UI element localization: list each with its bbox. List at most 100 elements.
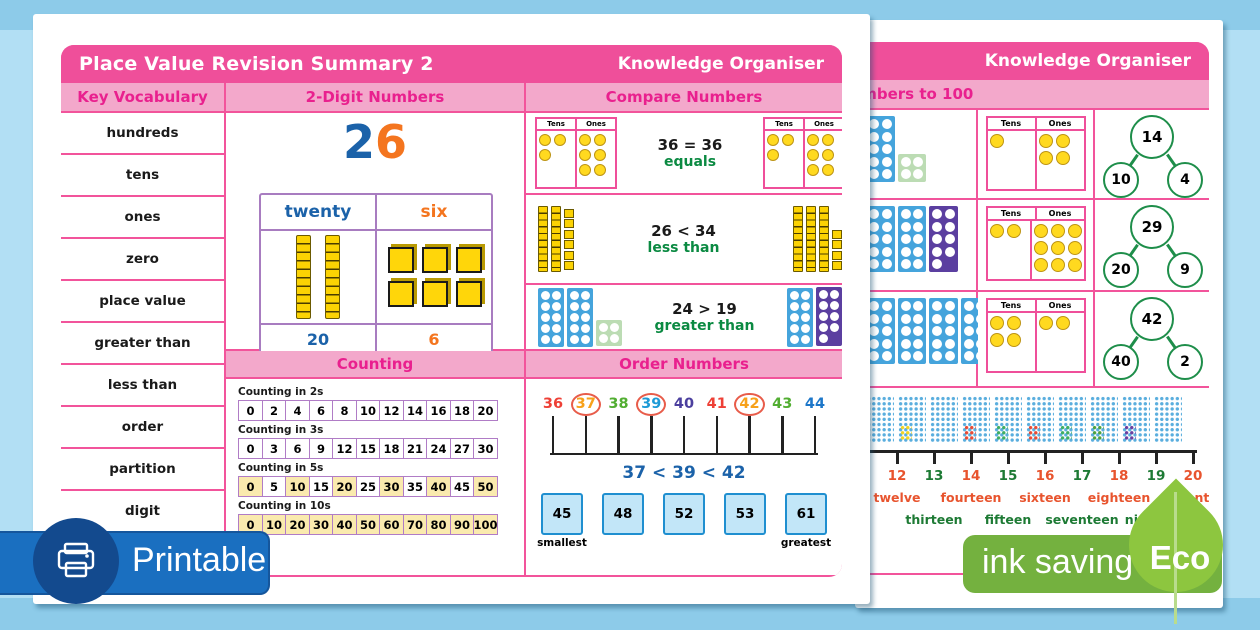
tens-part: 20 [1103,252,1139,288]
place-value-table: twenty six 20 6 [259,193,493,355]
number-line-number: 17 [1072,468,1092,484]
counting-group-label: Counting in 2s [238,386,324,398]
numberline-item: 38 [604,393,634,455]
dot-grid [930,396,958,442]
counter-dot [1050,258,1065,272]
ones-part: 4 [1167,162,1203,198]
counting-cell: 100 [473,514,498,535]
order-box-item: 52 [662,493,706,550]
frame-dot [944,221,955,232]
counting-group-label: Counting in 3s [238,424,324,436]
compare-statement-3: 24 > 19 greater than [654,300,755,334]
order-box-item: 53 [723,493,767,550]
numberline-tick [748,416,751,455]
vocab-word: hundreds [61,113,224,153]
counter-dot [1050,224,1065,238]
frame-dot [869,313,879,324]
frame-dot [830,323,839,332]
frame-dot [581,291,590,300]
frame-dot [900,338,911,349]
ones-header: Ones [814,120,834,128]
frame-dot [932,209,942,219]
front-subtitle: Knowledge Organiser [617,54,824,74]
unit-cube [422,281,448,307]
frame-dot [913,234,923,244]
counting-cell: 8 [332,400,357,421]
frame-dot [869,169,879,179]
tens-header: Tens [988,300,1037,311]
numberline-item: 37 [570,393,601,455]
frame-dot [913,246,923,257]
number-line-tick [1117,450,1121,464]
dot-grid [994,396,1022,442]
part-whole-model: 42 40 2 [1095,294,1209,382]
numberline-tick [584,416,587,455]
order-comparison: 37 < 39 < 42 [622,463,746,483]
counter-dot [1050,241,1065,255]
number-26: 26 [226,115,524,169]
tens-part: 10 [1103,162,1139,198]
number-line-number: 19 [1146,468,1166,484]
printer-icon-circle [33,518,119,604]
purple-ten-frame [816,287,842,346]
frame-dot [819,312,828,321]
counting-cell: 30 [308,514,334,535]
tens-header: Tens [988,118,1037,129]
counting-cell: 30 [473,438,498,459]
counter-dot [1006,333,1021,347]
counting-cell: 10 [261,514,287,535]
counter-dot [989,224,1004,238]
frame-dot [869,221,879,232]
ones-value: 6 [428,329,440,349]
frame-dot [900,234,911,244]
counting-cell: 0 [238,400,263,421]
counter-dot [767,149,779,161]
frame-dot [913,259,923,269]
dot-grid [1154,396,1182,442]
frame-dot [913,351,923,361]
numberline-number: 41 [706,396,727,412]
frame-dot [932,246,942,257]
ones-header: Ones [1048,209,1072,218]
frame-dot [830,312,839,321]
frame-dot [900,301,911,311]
frame-dot [541,291,550,300]
frame-dot [881,301,892,311]
back-partwhole-cell-1: 14 10 4 [1095,110,1209,198]
tens-part: 40 [1103,344,1139,380]
frame-dot [869,209,879,219]
dot-grid [1122,396,1150,442]
frame-dot [913,301,923,311]
counter-dots [989,134,1033,148]
unit-cube [456,247,482,273]
frame-dot [552,302,561,311]
base-ten-rod [296,235,311,319]
numberline-item: 41 [702,393,732,455]
counter-dot [767,134,779,146]
frame-dot [944,246,955,257]
numberline-number: 42 [734,393,765,417]
frame-dot [869,326,879,336]
counter-dots [1033,224,1082,272]
number-line-tick [1080,450,1084,464]
counting-cell: 15 [355,438,381,459]
frame-dot [801,302,810,311]
ones-digit: 6 [375,115,408,169]
vocab-word: zero [61,239,224,279]
number-word: eighteen [1087,490,1151,505]
blue-ten-frame [897,206,926,272]
compare-statement-2: 26 < 34 less than [647,222,720,256]
frame-dot [610,334,619,343]
unit-cube [564,229,574,239]
blue-ten-frame [787,288,813,347]
grid-24 [532,288,628,347]
counting-cell: 12 [332,438,357,459]
order-box: 53 [724,493,766,535]
frame-dot [570,302,579,311]
